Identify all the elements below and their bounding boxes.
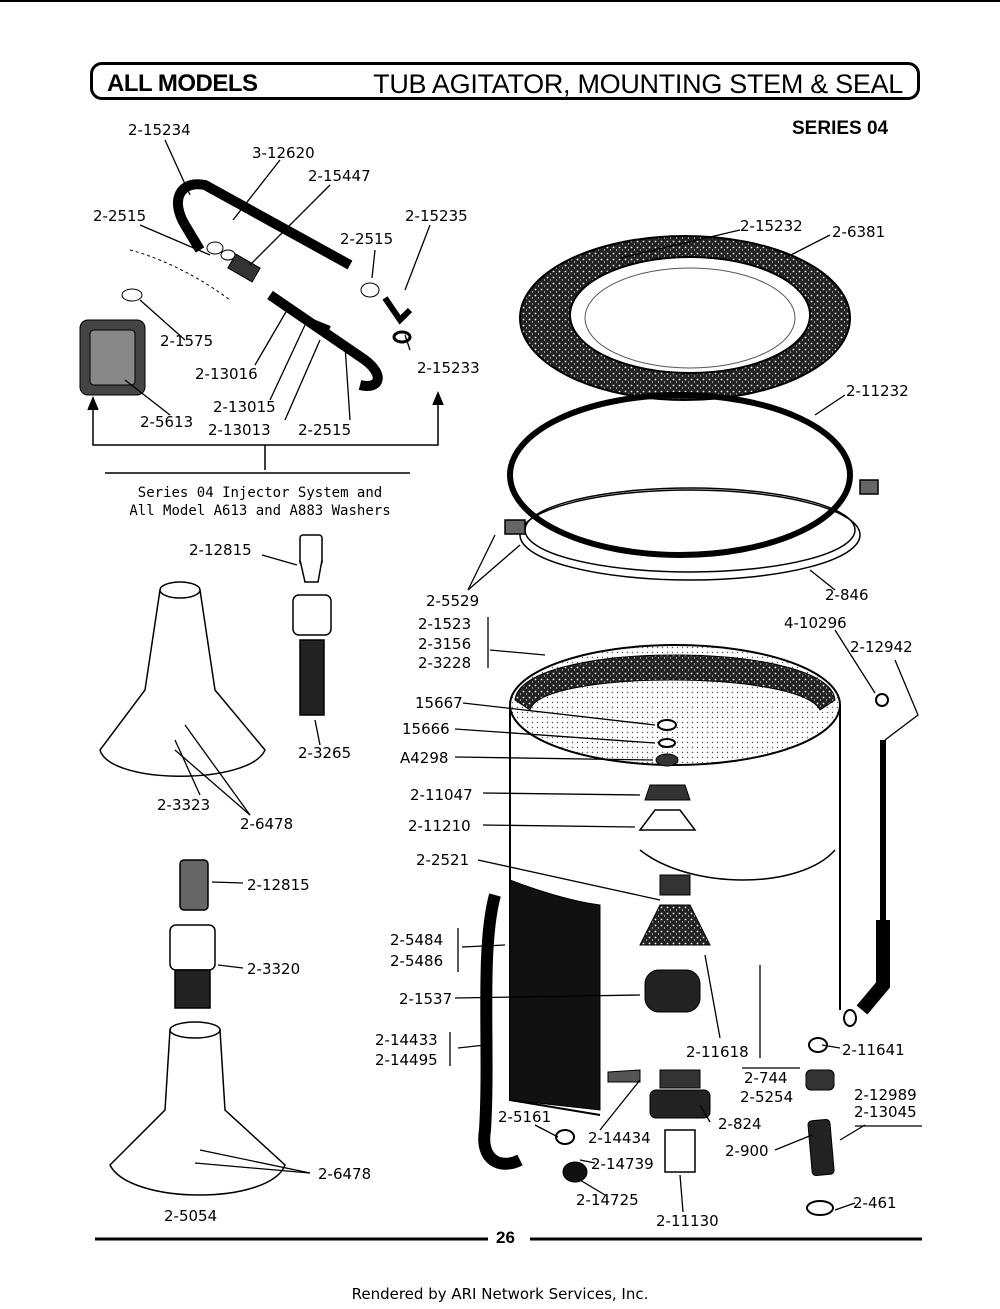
part-label: 2-15234 — [128, 121, 191, 139]
injector-caption: Series 04 Injector System and All Model … — [100, 484, 420, 520]
section-title: TUB AGITATOR, MOUNTING STEM & SEAL — [373, 69, 903, 99]
caption-line: Series 04 Injector System and — [137, 485, 383, 501]
part-label: 2-3265 — [298, 744, 352, 762]
part-label: 2-5613 — [140, 413, 194, 431]
caption-line: All Model A613 and A883 Washers — [129, 503, 391, 519]
part-label: 2-2521 — [416, 851, 470, 869]
part-label: 2-461 — [853, 1194, 897, 1212]
part-label: 2-900 — [725, 1142, 769, 1160]
part-label: 2-3228 — [418, 654, 472, 672]
part-label: 2-13013 — [208, 421, 271, 439]
page-number: 26 — [496, 1228, 515, 1247]
part-label: 2-2515 — [93, 207, 147, 225]
part-label: 2-13045 — [854, 1103, 917, 1121]
tub-clamp — [504, 479, 879, 581]
part-label: 2-12815 — [189, 541, 252, 559]
part-label: 2-14433 — [375, 1031, 438, 1049]
part-label: 15667 — [415, 694, 463, 712]
part-label: 2-14495 — [375, 1051, 438, 1069]
part-label: 2-3323 — [157, 796, 211, 814]
part-label: 2-15233 — [417, 359, 480, 377]
part-label: 2-2515 — [340, 230, 394, 248]
part-label: 2-15232 — [740, 217, 803, 235]
part-label: 2-12989 — [854, 1086, 917, 1104]
wash-tub — [509, 644, 841, 1116]
label-brackets — [449, 617, 922, 1127]
part-label: 2-11618 — [686, 1043, 749, 1061]
part-label: 2-3320 — [247, 960, 301, 978]
part-label: 2-1523 — [418, 615, 472, 633]
part-label: 2-1537 — [399, 990, 453, 1008]
part-label: A4298 — [400, 749, 449, 767]
agitator-top — [99, 534, 332, 777]
part-label: 2-5484 — [390, 931, 444, 949]
part-label: 2-11641 — [842, 1041, 905, 1059]
footer-credit: Rendered by ARI Network Services, Inc. — [351, 1285, 649, 1303]
part-label: 2-5529 — [426, 592, 480, 610]
part-label: 2-1575 — [160, 332, 214, 350]
balance-ring — [519, 235, 851, 401]
models-title: ALL MODELS — [107, 70, 258, 97]
part-label: 2-11047 — [410, 786, 473, 804]
tub-hose — [478, 893, 523, 1170]
part-label: 2-5161 — [498, 1108, 552, 1126]
part-label: 2-824 — [718, 1115, 762, 1133]
part-label: 2-12815 — [247, 876, 310, 894]
part-label: 2-744 — [744, 1069, 788, 1087]
part-label: 2-14725 — [576, 1191, 639, 1209]
part-label: 15666 — [402, 720, 450, 738]
part-label: 2-6478 — [240, 815, 294, 833]
part-label: 2-6478 — [318, 1165, 372, 1183]
overflow-tube — [805, 693, 890, 1216]
agitator-bottom — [109, 859, 286, 1196]
leader-lines — [124, 139, 919, 1213]
injector-bracket — [87, 391, 444, 474]
part-label: 2-11232 — [846, 382, 909, 400]
part-label: 2-6381 — [832, 223, 886, 241]
series-label: SERIES 04 — [792, 118, 889, 139]
part-label: 2-2515 — [298, 421, 352, 439]
part-label: 2-11130 — [656, 1212, 719, 1230]
part-label: 2-5486 — [390, 952, 444, 970]
part-label: 4-10296 — [784, 614, 847, 632]
part-label: 2-11210 — [408, 817, 471, 835]
top-rule — [0, 0, 1000, 2]
part-label: 2-5254 — [740, 1088, 794, 1106]
tub-gasket — [507, 392, 853, 558]
title-banner: ALL MODELS TUB AGITATOR, MOUNTING STEM &… — [90, 62, 920, 100]
part-label: 2-846 — [825, 586, 869, 604]
part-label: 2-13016 — [195, 365, 258, 383]
part-label: 2-12942 — [850, 638, 913, 656]
part-label: 3-12620 — [252, 144, 315, 162]
stem-parts — [555, 719, 711, 1183]
part-label: 2-15235 — [405, 207, 468, 225]
part-label: 2-15447 — [308, 167, 371, 185]
part-label: 2-5054 — [164, 1207, 218, 1225]
part-label: 2-3156 — [418, 635, 472, 653]
part-label: 2-13015 — [213, 398, 276, 416]
part-label: 2-14739 — [591, 1155, 654, 1173]
part-label: 2-14434 — [588, 1129, 651, 1147]
injector-assembly — [79, 179, 413, 396]
